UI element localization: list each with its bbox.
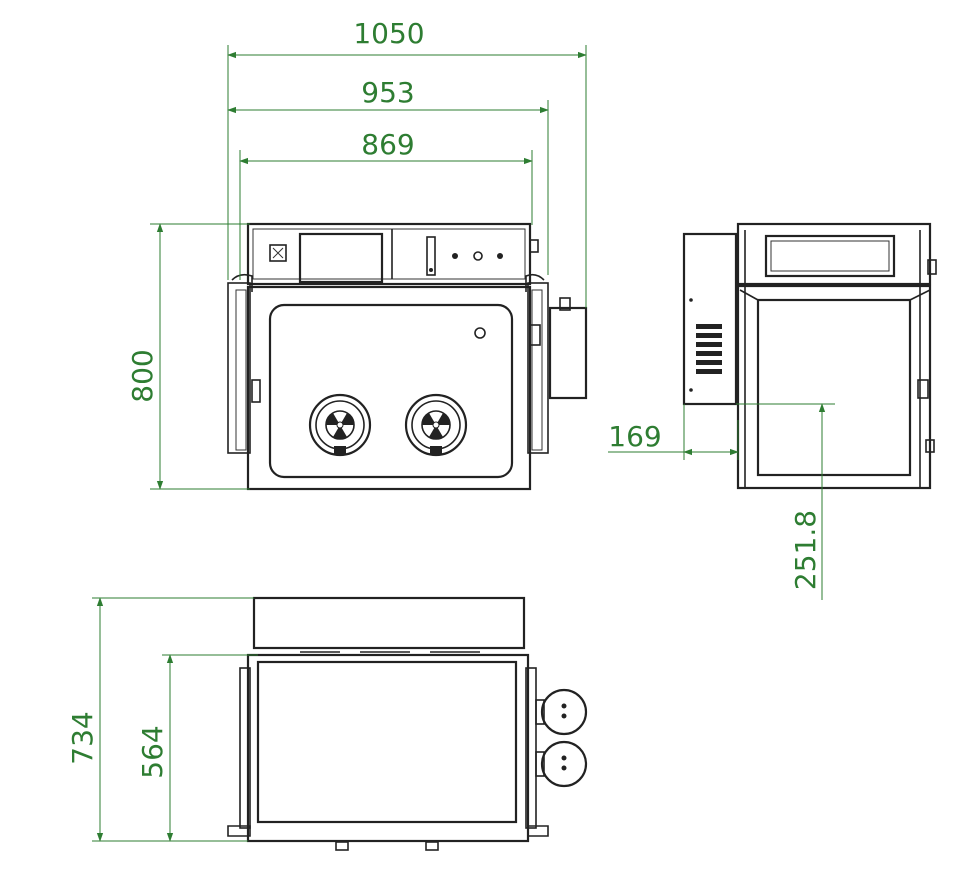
port-icon	[474, 327, 486, 339]
top-panel	[252, 596, 526, 650]
chamber-body	[246, 285, 532, 491]
dim-251-8: 251.8	[789, 510, 822, 590]
button-icon	[497, 253, 503, 259]
side-filter-housing	[682, 232, 738, 406]
display-screen	[298, 232, 384, 284]
dim-953: 953	[361, 76, 414, 109]
dim-169: 169	[608, 420, 661, 453]
glove-port-right	[404, 393, 468, 457]
viewing-window	[268, 303, 514, 479]
control-panel	[246, 222, 532, 286]
knob-icon	[473, 251, 483, 261]
front-view: 1050 953 869 800	[126, 17, 588, 491]
button-icon	[452, 253, 458, 259]
top-view: 734 564	[66, 596, 588, 851]
dim-734: 734	[66, 711, 99, 764]
side-filter-box	[548, 306, 588, 400]
dim-564: 564	[136, 725, 169, 778]
glove-port-top-upper	[535, 688, 588, 736]
glove-port-top-lower	[535, 740, 588, 788]
flowmeter-icon	[426, 236, 436, 276]
dim-800: 800	[126, 349, 159, 402]
side-view: 169 251.8	[608, 222, 937, 600]
glove-port-left	[308, 393, 372, 457]
dim-869: 869	[361, 128, 414, 161]
dim-1050: 1050	[353, 17, 424, 50]
side-chamber	[736, 284, 932, 490]
side-top-panel	[736, 222, 932, 286]
vent-icon	[696, 324, 722, 374]
top-chamber	[246, 653, 530, 843]
logo-icon	[269, 244, 287, 262]
